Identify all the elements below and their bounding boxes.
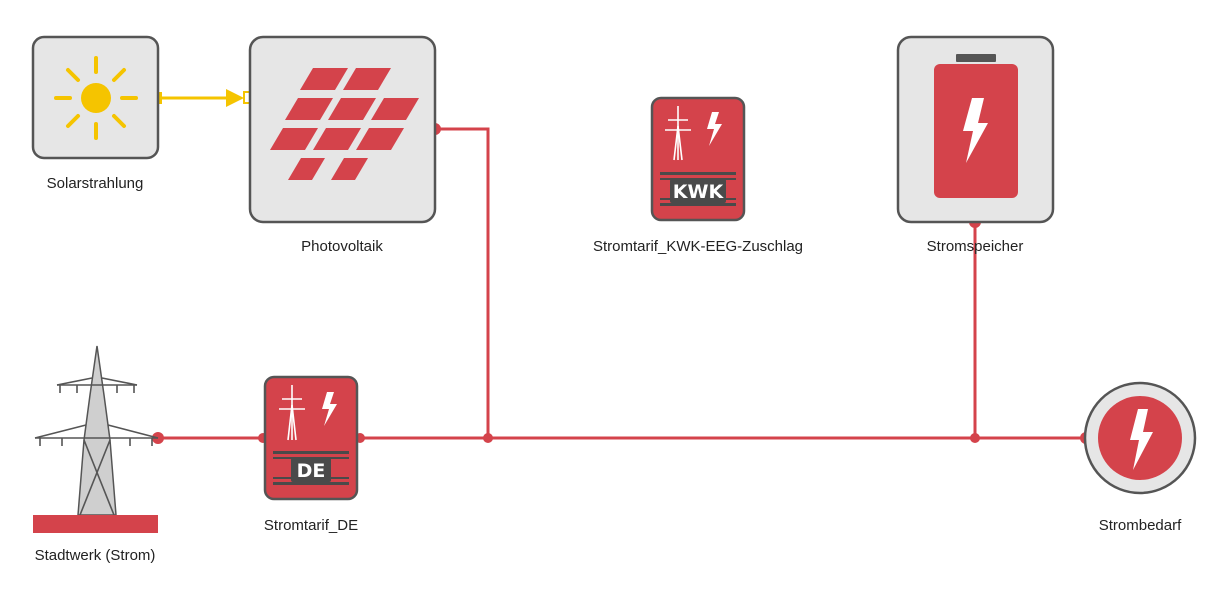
solar-label: Solarstrahlung bbox=[46, 175, 144, 192]
solar-node[interactable] bbox=[31, 35, 160, 160]
de-tariff-label: Stromtarif_DE bbox=[263, 517, 359, 534]
power-pylon-icon bbox=[77, 345, 117, 516]
lightning-small-icon bbox=[322, 392, 337, 426]
solar-arrow-head bbox=[226, 89, 244, 107]
pylon-small-icon bbox=[279, 385, 305, 441]
kwk-badge-box bbox=[670, 179, 726, 203]
kwk-badge-text: KWK bbox=[673, 181, 725, 203]
storage-label: Stromspeicher bbox=[926, 238, 1024, 255]
pv-to-bus-line[interactable] bbox=[435, 127, 490, 438]
bus-junction-pv[interactable] bbox=[483, 433, 493, 443]
demand-label: Strombedarf bbox=[1098, 517, 1182, 534]
pylon-arms bbox=[34, 377, 159, 516]
battery-lightning-icon bbox=[963, 98, 988, 163]
pv-label: Photovoltaik bbox=[301, 238, 383, 255]
de-badge-box bbox=[291, 458, 331, 482]
de-tariff-node[interactable]: DE bbox=[263, 375, 359, 501]
sun-core bbox=[81, 83, 111, 113]
solar-panel-icon bbox=[270, 68, 419, 180]
bus-junction-storage[interactable] bbox=[970, 433, 980, 443]
battery-terminal bbox=[956, 54, 996, 62]
lightning-small-icon bbox=[707, 112, 722, 146]
kwk-tariff-label: Stromtarif_KWK-EEG-Zuschlag bbox=[592, 238, 804, 255]
grid-node[interactable] bbox=[33, 345, 159, 533]
sun-icon bbox=[54, 56, 138, 140]
demand-node[interactable] bbox=[1083, 381, 1197, 495]
lightning-icon bbox=[1130, 409, 1153, 470]
pv-node[interactable] bbox=[248, 35, 437, 224]
grid-label: Stadtwerk (Strom) bbox=[34, 547, 156, 564]
grid-ground-bar bbox=[33, 515, 158, 533]
pylon-small-icon bbox=[665, 106, 691, 161]
storage-node[interactable] bbox=[896, 35, 1055, 224]
de-badge-text: DE bbox=[297, 460, 326, 482]
kwk-tariff-node[interactable]: KWK bbox=[650, 96, 746, 222]
